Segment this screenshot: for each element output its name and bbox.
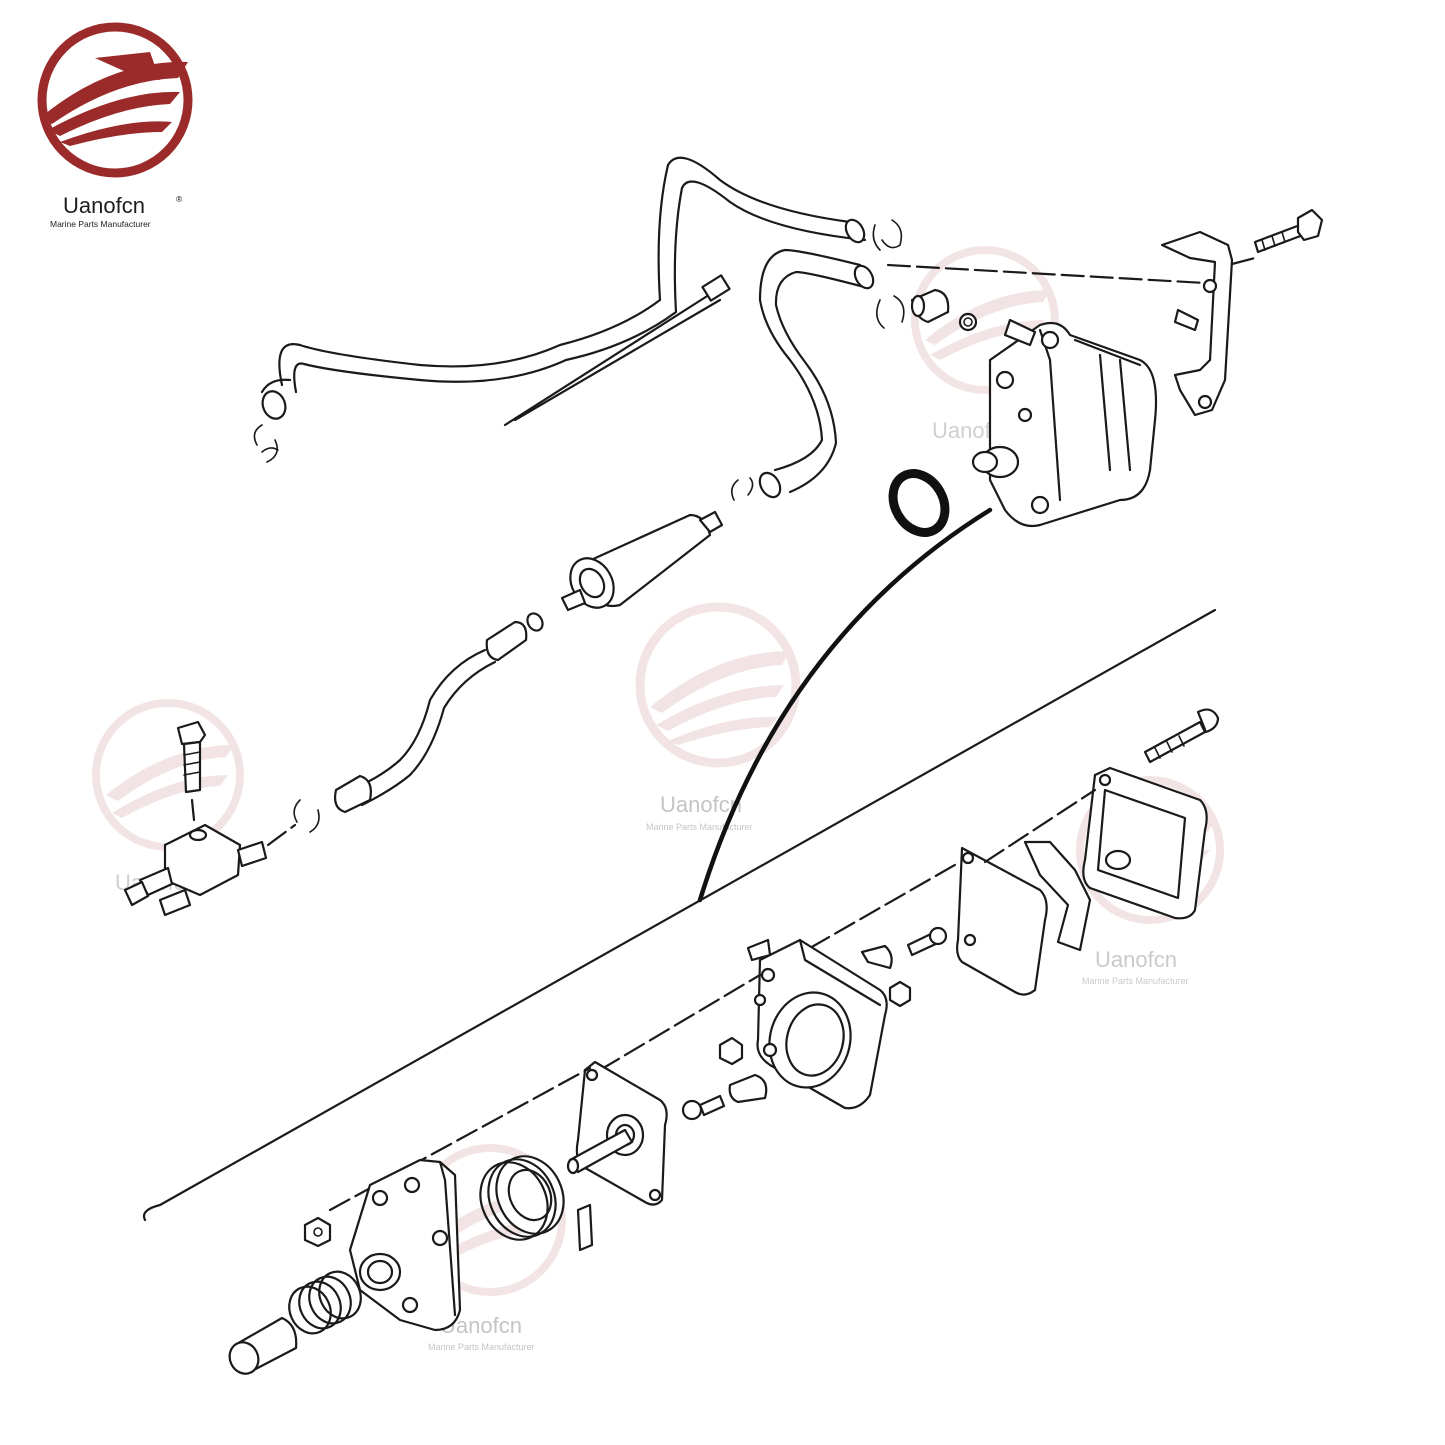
mounting-bracket	[1160, 230, 1234, 417]
axis-line-lower-3	[598, 973, 762, 1072]
hose-clip-5	[293, 799, 320, 833]
valve-plug	[728, 1073, 768, 1104]
watermark-4-tagline: Marine Parts Manufacturer	[1082, 976, 1189, 986]
pump-cover-rear	[1082, 766, 1208, 920]
watermark-4-name: Uanofcn	[1095, 947, 1177, 972]
check-valve	[1023, 840, 1092, 952]
nut-small-3	[303, 1216, 332, 1248]
hose-clip-4	[730, 477, 754, 501]
section-divider-line	[142, 608, 1217, 1222]
watermark-5-tagline: Marine Parts Manufacturer	[428, 1342, 535, 1352]
spring-large	[479, 1155, 565, 1241]
hose-nipple	[910, 288, 950, 324]
spring-small	[288, 1270, 362, 1335]
fuel-pump-assembly	[971, 318, 1158, 528]
screw-small-2	[681, 1094, 726, 1121]
bolt-upper	[1253, 208, 1324, 254]
nut-small-2	[718, 1036, 744, 1066]
pump-body	[746, 938, 888, 1110]
axis-line-lower-1	[808, 860, 962, 950]
brand-tagline: Marine Parts Manufacturer	[50, 219, 151, 229]
pin	[576, 1203, 594, 1252]
nut-small-1	[888, 980, 912, 1008]
cable-tie	[503, 274, 731, 427]
brand-logo: Uanofcn ® Marine Parts Manufacturer	[37, 22, 193, 229]
watermark-2-tagline: Marine Parts Manufacturer	[646, 822, 753, 832]
piston-cap	[228, 1316, 298, 1375]
watermark-3	[92, 699, 244, 851]
watermark-2-name: Uanofcn	[660, 792, 742, 817]
clamp-small	[958, 312, 978, 332]
axis-line-joint-2	[266, 823, 297, 847]
brand-name: Uanofcn	[63, 193, 145, 218]
axis-line-upper-1	[886, 263, 1207, 285]
plunger-rod	[566, 1128, 634, 1175]
o-ring-seal	[888, 469, 950, 537]
axis-line-joint	[190, 798, 196, 822]
watermark-2	[635, 602, 801, 768]
fuel-joint	[123, 720, 268, 917]
o-ring-small	[526, 612, 544, 632]
valve-cap	[860, 944, 893, 970]
hose-clip-2	[876, 295, 905, 329]
callout-arrow	[697, 507, 993, 903]
hose-clip-3	[253, 424, 279, 463]
axis-line-upper-2	[1230, 256, 1257, 266]
fuel-hose-upper-loop	[260, 156, 867, 420]
screw-small-1	[906, 926, 948, 957]
registered-mark: ®	[176, 194, 183, 204]
pump-housing-front	[348, 1158, 462, 1332]
hose-clip-1	[872, 219, 903, 251]
axis-line-lower-2	[983, 788, 1097, 864]
fuel-filter	[560, 510, 724, 612]
fuel-hose-middle-loop	[758, 248, 875, 499]
diaphragm-gasket	[956, 846, 1048, 996]
fuel-hose-lower	[333, 620, 528, 814]
bolt-lower	[1143, 708, 1220, 764]
